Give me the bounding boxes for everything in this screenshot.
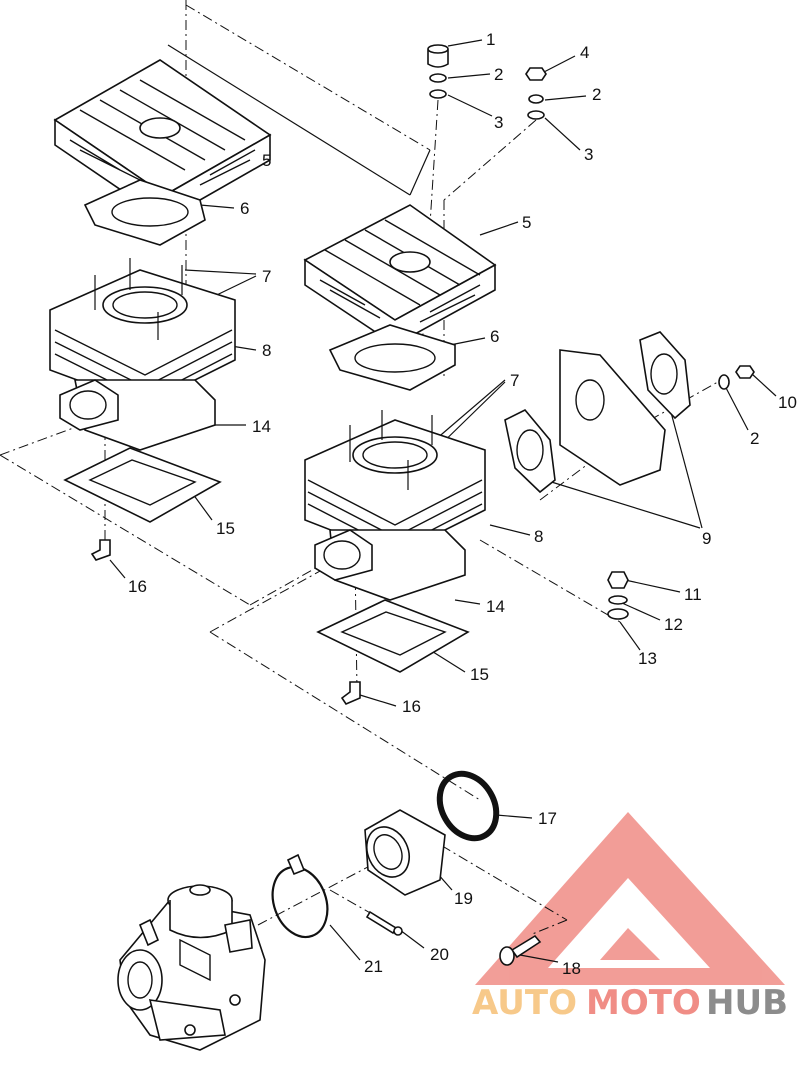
watermark-text: AUTO MOTO HUB — [472, 983, 788, 1023]
washer-13 — [607, 608, 629, 620]
bolt-18 — [499, 934, 542, 966]
callout-17: 17 — [538, 809, 557, 828]
callout-13: 13 — [638, 649, 657, 668]
callout-14a: 14 — [252, 417, 271, 436]
cylinder-head-left — [53, 59, 272, 221]
callout-6b: 6 — [490, 327, 499, 346]
intake-gasket-17 — [436, 770, 500, 842]
lock-washer-12 — [608, 595, 628, 605]
screw-20 — [365, 910, 403, 936]
base-gasket-left — [63, 447, 222, 523]
callout-20: 20 — [430, 945, 449, 964]
callout-3b: 3 — [584, 145, 593, 164]
exhaust-gasket-left — [504, 409, 556, 494]
callout-labels: 1 2 3 4 2 3 5 6 7 8 14 15 16 5 6 7 8 14 … — [128, 30, 797, 978]
callout-2b: 2 — [592, 85, 601, 104]
clamp-21 — [271, 853, 329, 939]
callout-15b: 15 — [470, 665, 489, 684]
callout-6a: 6 — [240, 199, 249, 218]
leader-lines — [109, 39, 777, 963]
nut-11 — [607, 571, 629, 589]
flat-washer-3b — [527, 110, 545, 120]
callout-8b: 8 — [534, 527, 543, 546]
spacer-nut-1 — [427, 44, 449, 68]
callout-14b: 14 — [486, 597, 505, 616]
nut-10 — [735, 365, 755, 379]
callout-9: 9 — [702, 529, 711, 548]
watermark-auto: AUTO — [472, 983, 577, 1023]
callout-10: 10 — [778, 393, 797, 412]
callout-15a: 15 — [216, 519, 235, 538]
callout-5a: 5 — [262, 151, 271, 170]
nut-4 — [525, 67, 547, 81]
exhaust-manifold-plate — [559, 349, 666, 486]
callout-2c: 2 — [750, 429, 759, 448]
fitting-16-left — [90, 539, 111, 561]
watermark-hub: HUB — [706, 983, 788, 1023]
callout-7a: 7 — [262, 267, 271, 286]
callout-1: 1 — [486, 30, 495, 49]
intake-adapter-19 — [364, 809, 446, 896]
callout-5b: 5 — [522, 213, 531, 232]
callout-16b: 16 — [402, 697, 421, 716]
lock-washer-2 — [429, 73, 447, 83]
callout-16a: 16 — [128, 577, 147, 596]
head-gasket-left — [83, 179, 206, 246]
washer-2c — [718, 374, 730, 390]
head-gasket-right — [328, 324, 456, 391]
cylinder-right — [304, 410, 486, 601]
watermark-logo — [475, 812, 785, 985]
callout-2a: 2 — [494, 65, 503, 84]
cylinder-head-right — [303, 204, 497, 346]
callout-21: 21 — [364, 957, 383, 976]
callout-19: 19 — [454, 889, 473, 908]
callout-11: 11 — [684, 585, 702, 604]
flat-washer-3 — [429, 89, 447, 99]
callout-8a: 8 — [262, 341, 271, 360]
callout-12: 12 — [664, 615, 683, 634]
callout-7b: 7 — [510, 371, 519, 390]
callout-18: 18 — [562, 959, 581, 978]
cylinder-left — [49, 258, 236, 451]
carburetor — [117, 884, 266, 1051]
exhaust-gasket-right — [639, 331, 691, 420]
base-gasket-right — [316, 599, 470, 673]
callout-4: 4 — [580, 43, 589, 62]
watermark-moto: MOTO — [586, 983, 701, 1023]
fitting-16-right — [340, 681, 361, 705]
lock-washer-2b — [528, 94, 544, 104]
callout-3a: 3 — [494, 113, 503, 132]
